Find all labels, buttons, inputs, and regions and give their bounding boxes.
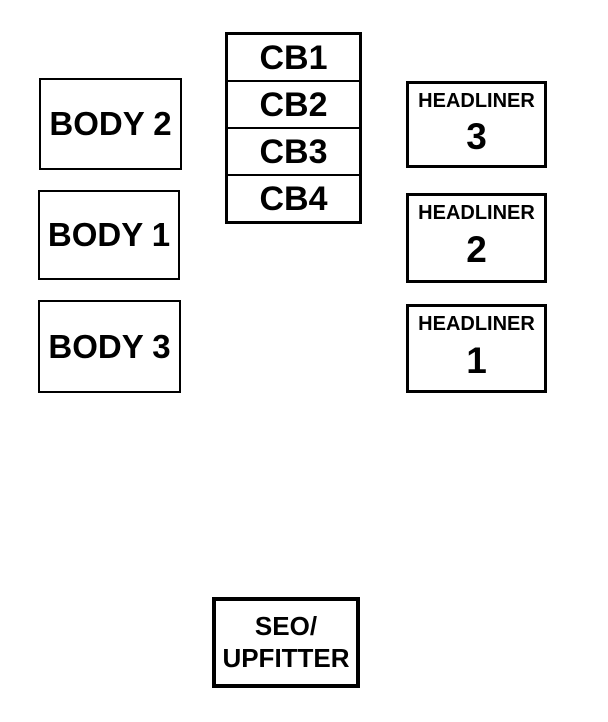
box-headliner-1: HEADLINER 1	[406, 304, 547, 393]
cb-cell-4: CB4	[228, 176, 359, 221]
box-body-3-label: BODY 3	[48, 327, 171, 365]
box-headliner-3-number: 3	[466, 115, 487, 157]
cb-cell-1-label: CB1	[259, 38, 328, 77]
box-seo-upfitter: SEO/ UPFITTER	[212, 597, 360, 688]
box-seo-upfitter-line2: UPFITTER	[222, 642, 350, 673]
cb-cell-2-label: CB2	[259, 85, 328, 124]
box-body-1: BODY 1	[38, 190, 180, 280]
box-body-1-label: BODY 1	[47, 216, 171, 253]
box-headliner-2: HEADLINER 2	[406, 193, 547, 283]
box-headliner-2-word: HEADLINER	[418, 202, 535, 224]
cb-cell-2: CB2	[228, 82, 359, 129]
cb-cell-4-label: CB4	[259, 179, 328, 218]
box-body-2: BODY 2	[39, 78, 182, 170]
box-headliner-2-number: 2	[466, 229, 487, 270]
circuit-breaker-stack: CB1 CB2 CB3 CB4	[225, 32, 362, 224]
box-body-2-label: BODY 2	[49, 105, 172, 142]
box-headliner-1-word: HEADLINER	[418, 313, 535, 335]
box-seo-upfitter-line1: SEO/	[254, 610, 318, 641]
cb-cell-1: CB1	[228, 35, 359, 82]
box-headliner-3-word: HEADLINER	[418, 90, 535, 112]
cb-cell-3-label: CB3	[259, 132, 328, 171]
box-body-3: BODY 3	[38, 300, 181, 393]
cb-cell-3: CB3	[228, 129, 359, 176]
box-headliner-1-number: 1	[466, 339, 487, 381]
box-headliner-3: HEADLINER 3	[406, 81, 547, 168]
